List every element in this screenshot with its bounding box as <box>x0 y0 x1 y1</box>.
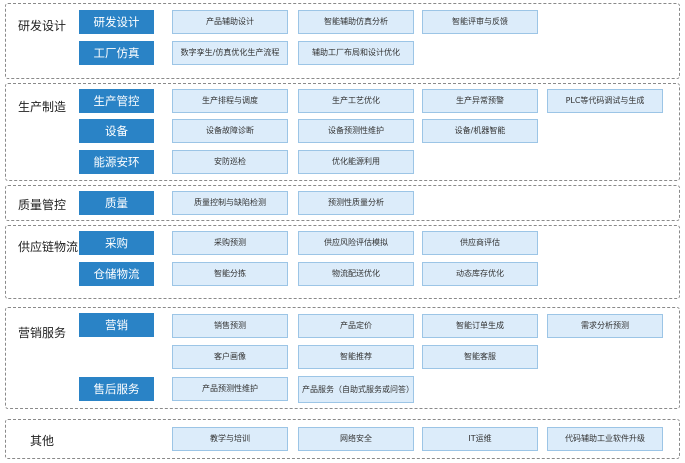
section-title: 其他 <box>30 434 55 448</box>
capability-item: 生产排程与调度 <box>172 89 288 113</box>
subcategory-label: 仓储物流 <box>79 262 154 286</box>
capability-item: 智能分拣 <box>172 262 288 286</box>
capability-item: 需求分析预测 <box>547 314 663 338</box>
capability-item: 智能辅助仿真分析 <box>298 10 414 34</box>
capability-item: 客户画像 <box>172 345 288 369</box>
subcategory-label: 生产管控 <box>79 89 154 113</box>
capability-item: 代码辅助工业软件升级 <box>547 427 663 451</box>
capability-item: 安防巡检 <box>172 150 288 174</box>
capability-item: 设备/机器智能 <box>422 119 538 143</box>
capability-item: IT运维 <box>422 427 538 451</box>
capability-item: 质量控制与缺陷检测 <box>172 191 288 215</box>
capability-item: 教学与培训 <box>172 427 288 451</box>
capability-item: 采购预测 <box>172 231 288 255</box>
capability-item: 数字孪生/仿真优化生产流程 <box>172 41 288 65</box>
section-title: 质量管控 <box>18 198 67 212</box>
capability-item: 智能评审与反馈 <box>422 10 538 34</box>
section-title: 生产制造 <box>18 100 67 114</box>
subcategory-label: 工厂仿真 <box>79 41 154 65</box>
subcategory-label: 质量 <box>79 191 154 215</box>
capability-item: 销售预测 <box>172 314 288 338</box>
capability-item: 产品辅助设计 <box>172 10 288 34</box>
section-title: 营销服务 <box>18 326 67 340</box>
subcategory-label: 能源安环 <box>79 150 154 174</box>
capability-item: 辅助工厂布局和设计优化 <box>298 41 414 65</box>
capability-item: 设备故障诊断 <box>172 119 288 143</box>
capability-item: 智能客服 <box>422 345 538 369</box>
capability-item: 产品服务（自助式服务或问答） <box>298 376 414 403</box>
capability-item: 供应商评估 <box>422 231 538 255</box>
capability-item: 产品预测性维护 <box>172 377 288 401</box>
capability-item: 产品定价 <box>298 314 414 338</box>
capability-item: 生产异常预警 <box>422 89 538 113</box>
subcategory-label: 售后服务 <box>79 377 154 401</box>
capability-item: PLC等代码调试与生成 <box>547 89 663 113</box>
capability-item: 物流配送优化 <box>298 262 414 286</box>
capability-item: 供应风险评估模拟 <box>298 231 414 255</box>
capability-item: 生产工艺优化 <box>298 89 414 113</box>
subcategory-label: 营销 <box>79 313 154 337</box>
subcategory-label: 设备 <box>79 119 154 143</box>
section-title: 供应链物流 <box>18 240 79 254</box>
capability-item: 网络安全 <box>298 427 414 451</box>
section-title: 研发设计 <box>18 19 67 33</box>
capability-item: 设备预测性维护 <box>298 119 414 143</box>
capability-item: 动态库存优化 <box>422 262 538 286</box>
capability-item: 智能推荐 <box>298 345 414 369</box>
capability-item: 预测性质量分析 <box>298 191 414 215</box>
subcategory-label: 采购 <box>79 231 154 255</box>
capability-item: 优化能源利用 <box>298 150 414 174</box>
capability-item: 智能订单生成 <box>422 314 538 338</box>
subcategory-label: 研发设计 <box>79 10 154 34</box>
